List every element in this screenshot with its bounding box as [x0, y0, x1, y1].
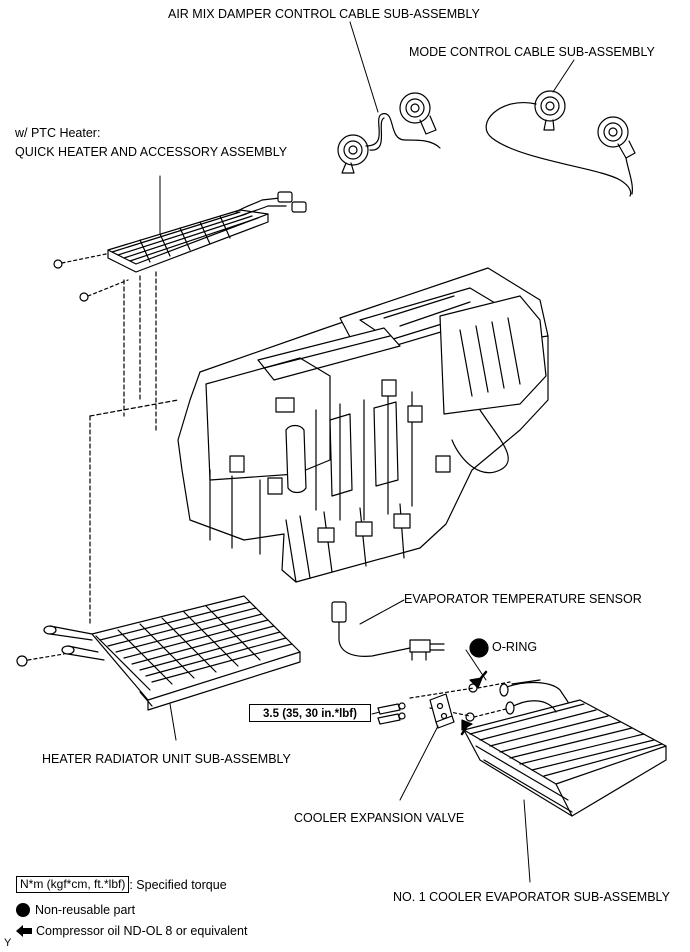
legend-non-reusable-text: Non-reusable part: [35, 903, 136, 917]
air-mix-cable-label: AIR MIX DAMPER CONTROL CABLE SUB-ASSEMBL…: [168, 7, 480, 21]
non-reusable-dot-icon: [16, 903, 30, 917]
heater-unit-illustration: [177, 267, 549, 583]
heater-radiator-illustration: [16, 595, 301, 741]
o-ring-label: O-RING: [492, 640, 538, 654]
quick-heater-illustration: [53, 175, 307, 626]
legend-compressor-oil-text: Compressor oil ND-OL 8 or equivalent: [36, 924, 248, 938]
quick-heater-label: QUICK HEATER AND ACCESSORY ASSEMBLY: [15, 145, 288, 159]
legend-torque-unit: N*m (kgf*cm, ft.*lbf): [16, 876, 130, 893]
cooler-evaporator-label: NO. 1 COOLER EVAPORATOR SUB-ASSEMBLY: [393, 890, 670, 904]
corner-mark: Y: [4, 937, 12, 949]
oil-arrow-icon: [16, 925, 32, 937]
heater-radiator-label: HEATER RADIATOR UNIT SUB-ASSEMBLY: [42, 752, 291, 766]
leader-lines: [465, 59, 575, 681]
legend-compressor-oil: Compressor oil ND-OL 8 or equivalent: [16, 923, 247, 939]
cooler-evaporator-illustration: [463, 679, 667, 883]
expansion-valve-label: COOLER EXPANSION VALVE: [294, 811, 465, 825]
legend-torque-desc: : Specified torque: [129, 877, 227, 892]
evaporator-sensor-illustration: [331, 599, 445, 661]
air-mix-cable-illustration: [337, 21, 441, 174]
legend-non-reusable: Non-reusable part: [16, 902, 135, 918]
torque-spec-box: 3.5 (35, 30 in.*lbf): [249, 704, 371, 722]
ptc-heater-note: w/ PTC Heater:: [15, 126, 101, 140]
mode-cable-illustration: [485, 90, 636, 197]
legend-torque: N*m (kgf*cm, ft.*lbf) : Specified torque: [16, 876, 227, 893]
expansion-valve-illustration: [371, 693, 455, 801]
evaporator-sensor-label: EVAPORATOR TEMPERATURE SENSOR: [404, 592, 642, 606]
mode-cable-label: MODE CONTROL CABLE SUB-ASSEMBLY: [409, 45, 655, 59]
